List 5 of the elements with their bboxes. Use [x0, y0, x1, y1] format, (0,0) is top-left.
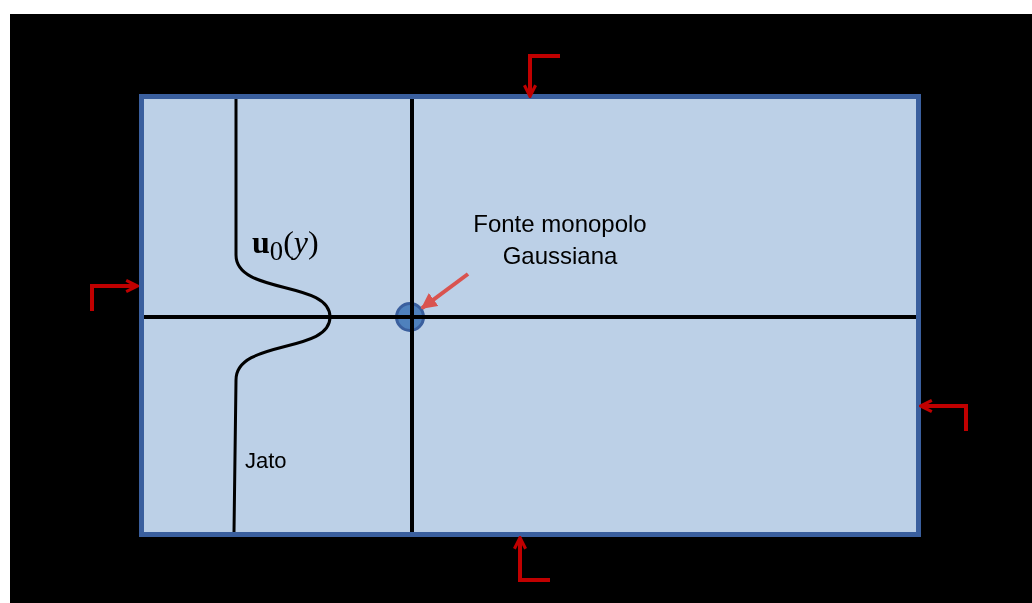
callout-text: Fonte monopolo Gaussiana: [446, 208, 674, 274]
flow-domain: [139, 94, 921, 537]
profile-label: u$_{0}$(y): [252, 224, 319, 268]
leader-arrow: [420, 272, 470, 310]
region-label: Jato: [245, 448, 287, 474]
